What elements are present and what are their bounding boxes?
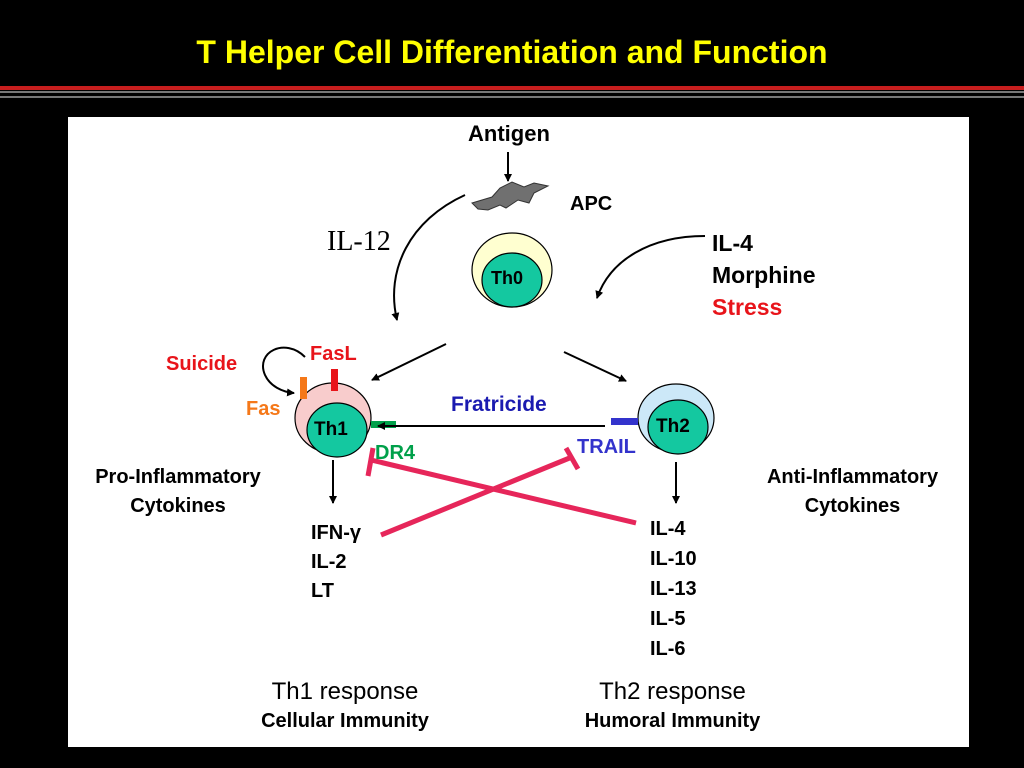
title-underline-gray-1	[0, 91, 1024, 93]
pro-inflammatory-line1: Pro-Inflammatory	[95, 466, 261, 488]
trail-label: TRAIL	[577, 436, 636, 458]
th0-to-th1-arrow	[371, 343, 447, 381]
cellular-immunity-label: Cellular Immunity	[261, 710, 429, 732]
il10-label: IL-10	[650, 548, 697, 570]
th2-to-th1-inhibition-bar	[365, 447, 376, 477]
ifn-gamma-label: IFN-γ	[311, 522, 361, 544]
suicide-loop-arrow	[262, 346, 306, 397]
th1-cytokine-list: IFN-γ IL-2 LT	[311, 519, 361, 606]
th2-label: Th2	[656, 416, 690, 437]
apc-cell-icon	[471, 181, 550, 211]
il4-cytokine-label: IL-4	[650, 518, 686, 540]
anti-inflammatory-line1: Anti-Inflammatory	[766, 466, 939, 488]
pro-inflammatory-label: Pro-Inflammatory Cytokines	[70, 463, 286, 521]
il6-label: IL-6	[650, 638, 686, 660]
th1-response-block: Th1 response Cellular Immunity	[230, 678, 460, 733]
th1-to-th2-inhibition-bar	[563, 446, 581, 471]
th2-response-label: Th2 response	[599, 678, 746, 705]
th1-to-th2-inhibition	[380, 454, 573, 538]
th2-to-th1-inhibition	[370, 457, 637, 526]
stress-label: Stress	[712, 294, 783, 320]
il5-label: IL-5	[650, 608, 686, 630]
th2-inducer-arrow	[595, 235, 706, 299]
fasl-label: FasL	[310, 343, 357, 365]
humoral-immunity-label: Humoral Immunity	[584, 710, 761, 732]
th0-label: Th0	[491, 268, 524, 288]
th2-response-block: Th2 response Humoral Immunity	[555, 678, 790, 733]
title-underline-red	[0, 86, 1024, 90]
dr4-label: DR4	[375, 442, 416, 464]
th1-label: Th1	[314, 419, 348, 440]
th0-to-th2-arrow	[563, 351, 627, 382]
trail-ligand	[611, 418, 638, 425]
lt-label: LT	[311, 580, 334, 602]
apc-label: APC	[570, 193, 613, 215]
slide-title: T Helper Cell Differentiation and Functi…	[196, 34, 828, 70]
il12-arrow	[391, 194, 466, 321]
th1-nucleus	[306, 402, 368, 458]
th2-cytokine-list: IL-4 IL-10 IL-13 IL-5 IL-6	[650, 514, 697, 664]
title-underline-gray-2	[0, 96, 1024, 98]
anti-inflammatory-line2: Cytokines	[804, 495, 901, 517]
morphine-label: Morphine	[712, 262, 816, 288]
fas-label: Fas	[246, 398, 281, 420]
th2-inducers: IL-4 Morphine Stress	[712, 227, 816, 323]
il2-label: IL-2	[311, 551, 347, 573]
th1-response-label: Th1 response	[271, 678, 419, 705]
diagram-panel	[68, 117, 969, 747]
pro-inflammatory-line2: Cytokines	[130, 495, 226, 517]
suicide-label: Suicide	[166, 353, 238, 375]
th0-nucleus	[481, 252, 543, 308]
anti-inflammatory-label: Anti-Inflammatory Cytokines	[740, 463, 965, 521]
il4-inducer-label: IL-4	[712, 230, 753, 256]
th2-nucleus	[647, 399, 709, 455]
fratricide-label: Fratricide	[451, 393, 547, 416]
antigen-label: Antigen	[468, 121, 550, 146]
fas-receptor	[300, 377, 307, 399]
il13-label: IL-13	[650, 578, 697, 600]
fasl-ligand	[331, 369, 338, 391]
il12-label: IL-12	[327, 226, 391, 257]
